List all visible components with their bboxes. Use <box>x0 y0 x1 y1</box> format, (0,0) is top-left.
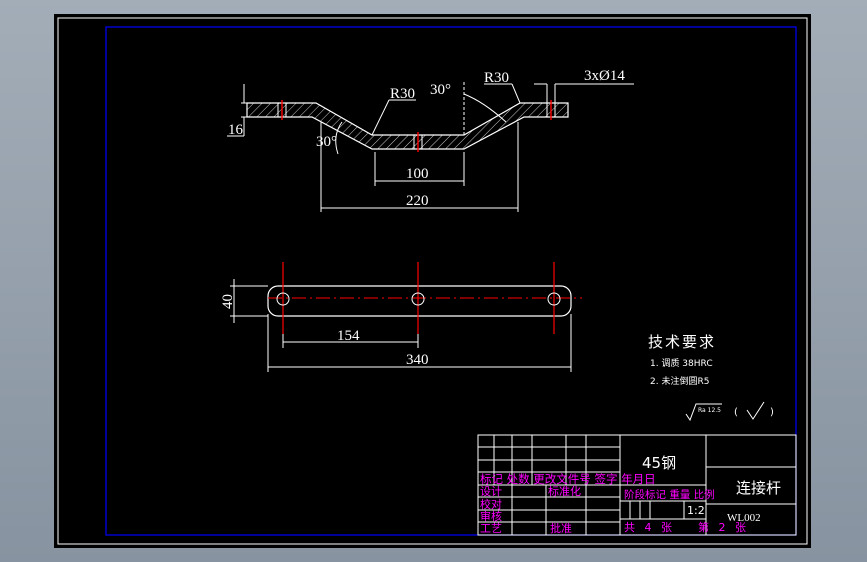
outer-frame <box>57 17 808 545</box>
process-label: 工艺 <box>480 522 502 535</box>
dim-overall-length: 340 <box>406 352 429 368</box>
dim-radius-right: R30 <box>484 70 509 86</box>
scale: 1:2 <box>687 504 705 517</box>
revision-header: 标记 处数 更改文件号 签字 年月日 <box>480 472 656 486</box>
sheets-total: 共 4 张 <box>624 521 675 534</box>
inner-frame <box>105 26 797 536</box>
roughness-close: ) <box>770 407 774 418</box>
sheet-number: 第 2 张 <box>698 520 749 534</box>
material: 45钢 <box>642 454 676 472</box>
designer-label: 设计 <box>480 485 502 498</box>
part-section <box>246 102 569 150</box>
part-name: 连接杆 <box>736 479 781 497</box>
dim-hole-spacing: 154 <box>337 328 360 344</box>
tech-item-1: 1. 调质 38HRC <box>650 357 713 369</box>
drawing-number: WL002 <box>727 512 761 524</box>
standardization-label: 标准化 <box>548 484 581 498</box>
dim-holes: 3xØ14 <box>584 68 625 84</box>
reviewer-label: 审核 <box>480 509 502 523</box>
cad-drawing: 16 R30 30° R30 3xØ14 30° 100 220 <box>57 17 808 545</box>
dim-angle-top: 30° <box>430 82 451 98</box>
dim-overall-width: 220 <box>406 193 429 209</box>
approve-label: 批准 <box>550 521 572 535</box>
tech-title: 技术要求 <box>648 333 716 351</box>
title-block: 标记 处数 更改文件号 签字 年月日 设计 标准化 校对 审核 工艺 批准 45… <box>477 434 797 536</box>
dim-radius-left: R30 <box>390 86 415 102</box>
dim-bottom-width: 100 <box>406 166 429 182</box>
dim-height: 40 <box>220 294 236 309</box>
checker-label: 校对 <box>480 497 502 511</box>
stage-header: 阶段标记 重量 比例 <box>624 488 715 501</box>
roughness-open: ( <box>734 407 738 418</box>
part-plan <box>267 285 572 317</box>
dim-angle-left: 30° <box>316 134 337 150</box>
tech-item-2: 2. 未注倒圆R5 <box>650 375 709 387</box>
dim-thickness: 16 <box>228 122 244 138</box>
tech-requirements: 技术要求 1. 调质 38HRC 2. 未注倒圆R5 Ra 12.5 ( ) <box>648 333 774 422</box>
roughness-value: Ra 12.5 <box>698 407 721 414</box>
drawing-sheet: 16 R30 30° R30 3xØ14 30° 100 220 <box>54 14 811 548</box>
roughness-check-icon <box>746 401 765 420</box>
front-view: 16 R30 30° R30 3xØ14 30° 100 220 <box>227 68 634 212</box>
top-view: 40 154 340 <box>220 262 582 372</box>
